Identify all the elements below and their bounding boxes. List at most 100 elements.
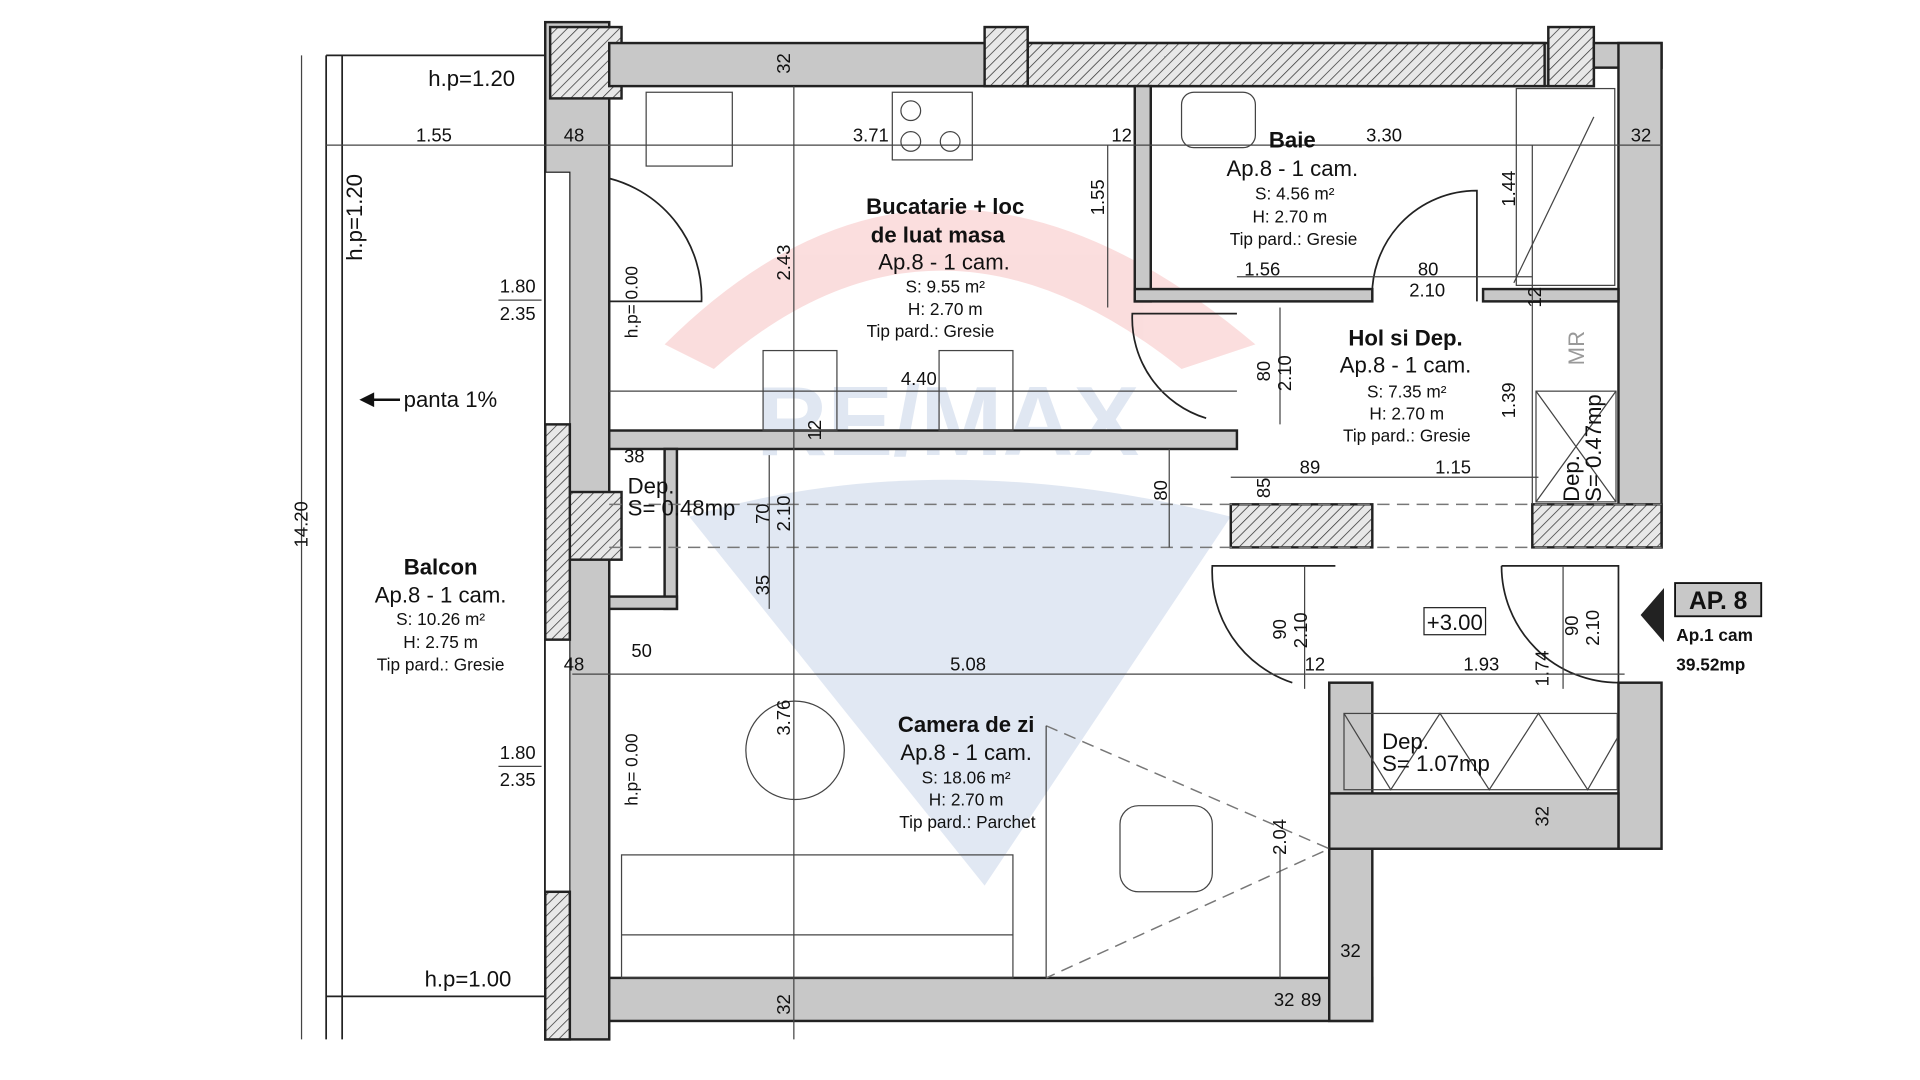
entrance-arrow-icon (1640, 587, 1664, 643)
plan-label: 85 (1253, 478, 1274, 499)
plan-label: 2.35 (500, 303, 536, 324)
plan-label: Camera de zi (898, 712, 1035, 737)
plan-label: S: 9.55 m² (906, 277, 986, 297)
plan-label: MR (1564, 331, 1589, 365)
plan-label: 2.10 (1274, 355, 1295, 391)
plan-label: H: 2.75 m (403, 632, 478, 652)
plan-label: h.p= 0.00 (622, 266, 642, 338)
plan-label: 32 (1531, 806, 1552, 827)
plan-label: 2.10 (773, 496, 794, 532)
plan-label: S: 10.26 m² (396, 609, 485, 629)
plan-label: Dep. (1382, 729, 1429, 754)
plan-label: 2.10 (1409, 279, 1445, 300)
plan-label: Ap.8 - 1 cam. (878, 249, 1010, 274)
plan-label: H: 2.70 m (929, 790, 1004, 810)
dimension-lines (326, 86, 1662, 1040)
plan-label: Hol si Dep. (1348, 326, 1462, 351)
plan-label: S= 1.07mp (1382, 751, 1490, 776)
plan-label: 12 (1111, 124, 1132, 145)
table-icon (745, 700, 845, 801)
plan-label: 38 (624, 446, 645, 467)
plan-label: Tip pard.: Parchet (899, 812, 1035, 832)
storage-labels: Dep. S= 0.48mp Dep. S= 1.07mp Dep. S= 0.… (628, 394, 1607, 776)
plan-label: Tip pard.: Gresie (1343, 426, 1471, 446)
plan-label: h.p=1.20 (428, 66, 515, 91)
plan-label: 1.44 (1498, 171, 1519, 207)
balcony-outline (300, 54, 546, 1040)
plan-label: 89 (1301, 989, 1322, 1010)
plan-label: Balcon (404, 554, 478, 579)
plan-label: 32 (773, 53, 794, 74)
plan-label: 1.80 (500, 276, 536, 297)
plan-label: H: 2.70 m (1369, 403, 1444, 423)
annotation-labels: h.p=1.20 h.p=1.20 h.p=1.00 h.p= 0.00 h.p… (342, 66, 1589, 991)
room-balcony: Balcon Ap.8 - 1 cam. S: 10.26 m² H: 2.75… (375, 554, 507, 674)
plan-label: 1.55 (416, 124, 452, 145)
plan-label: 1.93 (1463, 653, 1499, 674)
plan-label: h.p=1.20 (342, 174, 367, 261)
plan-label: 5.08 (950, 653, 986, 674)
plan-label: Tip pard.: Gresie (377, 654, 505, 674)
doors (359, 87, 1664, 979)
plan-label: 50 (631, 640, 652, 661)
plan-label: 12 (1305, 653, 1326, 674)
walls (544, 20, 1663, 1041)
plan-label: +3.00 (1427, 610, 1483, 635)
plan-label: 1.39 (1498, 382, 1519, 418)
washbasin-icon (1180, 91, 1256, 149)
sofa-icon (620, 854, 1014, 979)
plan-label: 32 (1631, 124, 1652, 145)
plan-label: 3.30 (1366, 124, 1402, 145)
plan-label: Ap.8 - 1 cam. (375, 583, 507, 608)
plan-label: 48 (564, 124, 585, 145)
plan-label: panta 1% (404, 387, 498, 412)
plan-label: S: 7.35 m² (1367, 381, 1447, 401)
plan-label: 32 (773, 994, 794, 1015)
plan-label: 3.71 (853, 124, 889, 145)
plan-label: 1.55 (1087, 179, 1108, 215)
plan-label: 2.10 (1290, 612, 1311, 648)
plan-label: Ap.1 cam (1676, 625, 1753, 645)
plan-label: S: 18.06 m² (922, 768, 1011, 788)
plan-label: 80 (1150, 480, 1171, 501)
plan-label: 39.52mp (1676, 654, 1745, 674)
plan-label: 2.10 (1582, 610, 1603, 646)
plan-label: 48 (564, 653, 585, 674)
plan-label: 14.20 (291, 501, 312, 547)
room-living: Camera de zi Ap.8 - 1 cam. S: 18.06 m² H… (898, 712, 1036, 832)
plan-label: 1.80 (500, 742, 536, 763)
apartment-tag: AP. 8 Ap.1 cam 39.52mp (1674, 582, 1763, 674)
plan-label: 2.35 (500, 769, 536, 790)
armchair-icon (1119, 805, 1213, 893)
plan-label: 3.76 (773, 700, 794, 736)
plan-label: 1.15 (1435, 457, 1471, 478)
plan-label: 1.74 (1531, 650, 1552, 686)
plan-label: AP. 8 (1689, 588, 1747, 615)
plan-label: Dep. (1559, 455, 1584, 502)
plan-label: Bucatarie + loc (866, 194, 1024, 219)
dimension-labels: 1.55 48 3.71 12 3.30 32 32 1.55 1.44 2.4… (291, 53, 1652, 1015)
plan-label: 80 (1253, 361, 1274, 382)
plan-label: 2.43 (773, 245, 794, 281)
plan-label: 2.04 (1269, 819, 1290, 855)
plan-label: Ap.8 - 1 cam. (1340, 353, 1472, 378)
plan-label: de luat masa (871, 222, 1006, 247)
plan-label: 12 (804, 420, 825, 441)
plan-label: 80 (1418, 259, 1439, 280)
plan-label: Ap.8 - 1 cam. (900, 740, 1032, 765)
plan-label: S= 0.47mp (1581, 394, 1606, 502)
plan-label: 89 (1300, 457, 1321, 478)
plan-label: 4.40 (901, 368, 937, 389)
plan-label: 35 (752, 575, 773, 596)
plan-label: Ap.8 - 1 cam. (1226, 156, 1358, 181)
plan-label: h.p= 0.00 (622, 733, 642, 805)
plan-label: h.p=1.00 (425, 967, 512, 992)
room-kitchen: Bucatarie + loc de luat masa Ap.8 - 1 ca… (866, 194, 1024, 341)
room-bath: Baie Ap.8 - 1 cam. S: 4.56 m² H: 2.70 m … (1226, 128, 1358, 249)
plan-label: 90 (1561, 615, 1582, 636)
room-hall: Hol si Dep. Ap.8 - 1 cam. S: 7.35 m² H: … (1340, 326, 1472, 446)
shower-icon (1515, 87, 1616, 286)
plan-label: 1.56 (1244, 259, 1280, 280)
plan-label: 90 (1269, 619, 1290, 640)
